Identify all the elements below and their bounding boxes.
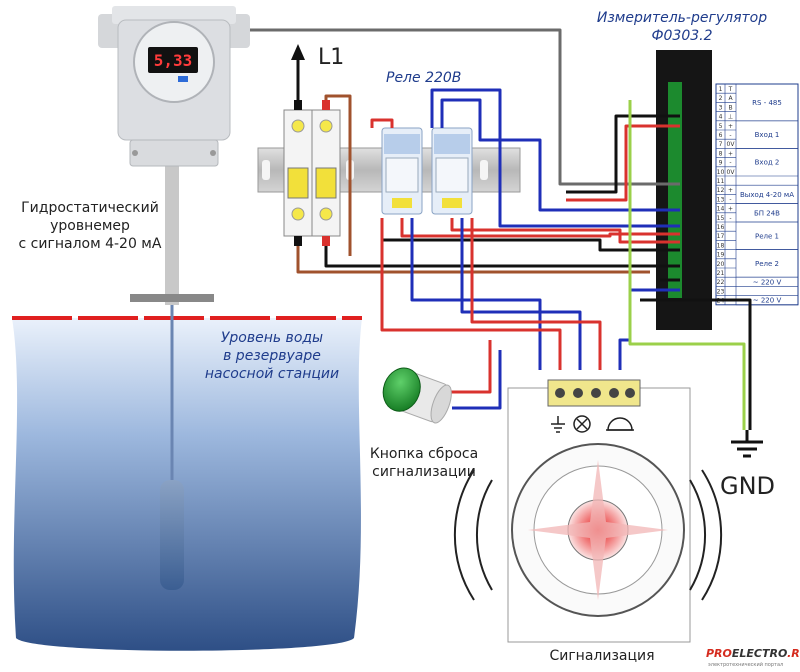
terminal-number: 11: [717, 178, 725, 185]
wires: [250, 28, 752, 430]
relay-1: [381, 127, 423, 215]
lamp-icon: [573, 415, 591, 433]
alarm-label: Сигнализация: [549, 648, 654, 664]
terminal-pin: -: [729, 160, 731, 167]
terminal-pin: +: [728, 150, 733, 157]
terminal-number: 21: [717, 270, 725, 277]
arrow-up-icon: [291, 44, 305, 100]
sensor-label-2: уровнемер: [50, 218, 130, 234]
l1-label: L1: [318, 45, 344, 70]
terminal-pin: +: [728, 187, 733, 194]
terminal-number: 17: [717, 233, 725, 240]
water-label-2: в резервуаре: [223, 348, 321, 364]
terminal-number: 13: [717, 196, 725, 203]
level-sensor-rod: [130, 165, 214, 590]
terminal-number: 3: [719, 104, 723, 111]
circuit-breaker: [283, 100, 341, 246]
reset-button: [382, 367, 452, 424]
terminal-number: 14: [717, 206, 725, 213]
terminal-number: 19: [717, 252, 725, 259]
button-label-1: Кнопка сброса: [370, 446, 478, 462]
terminal-group-v220b: ~ 220 V: [753, 297, 782, 305]
terminal-pin: +: [728, 206, 733, 213]
terminal-number: 23: [717, 288, 725, 295]
button-label-2: сигнализации: [372, 464, 476, 480]
svg-text:PROELECTRO.RU: PROELECTRO.RU: [706, 647, 800, 660]
controller: [656, 50, 712, 330]
terminal-pin: 0V: [727, 141, 736, 148]
terminal-group-v220a: ~ 220 V: [753, 278, 782, 286]
terminal-group-relay2: Реле 2: [755, 260, 779, 268]
alarm-unit: [453, 379, 723, 643]
terminal-number: 7: [719, 141, 723, 148]
water-tank: [12, 316, 362, 651]
terminal-number: 4: [719, 114, 723, 121]
terminal-group-bp24: БП 24В: [754, 209, 780, 217]
controller-title-2: Ф0303.2: [651, 28, 712, 44]
terminal-number: 9: [719, 160, 723, 167]
ground-icon: [551, 416, 565, 433]
ground-icon: [731, 430, 763, 458]
terminal-number: 6: [719, 132, 723, 139]
terminal-pin: +: [728, 123, 733, 130]
brand-pro: PRO: [706, 647, 732, 660]
terminal-pin: B: [728, 104, 732, 111]
terminal-number: 22: [717, 279, 725, 286]
terminal-number: 8: [719, 150, 723, 157]
terminal-pin: A: [728, 95, 733, 102]
terminal-group-out420: Выход 4-20 мА: [740, 191, 794, 199]
terminal-number: 1: [719, 86, 723, 93]
terminal-number: 2: [719, 95, 723, 102]
terminal-group-rs485: RS - 485: [752, 99, 782, 107]
terminal-group-in1: Вход 1: [755, 131, 780, 139]
terminal-number: 12: [717, 187, 725, 194]
terminal-pin: -: [729, 132, 731, 139]
terminal-group-in2: Вход 2: [755, 159, 780, 167]
terminal-pin: -: [729, 196, 731, 203]
brand-ru: .RU: [787, 647, 800, 660]
sensor-label-3: с сигналом 4-20 мА: [19, 236, 162, 252]
terminal-number: 5: [719, 123, 723, 130]
relay-title: Реле 220В: [386, 70, 461, 86]
terminal-group-relay1: Реле 1: [755, 232, 779, 240]
terminal-number: 18: [717, 242, 725, 249]
display-value: 5,33: [154, 51, 193, 70]
terminal-pin: T: [728, 86, 733, 93]
water-label-3: насосной станции: [205, 366, 339, 382]
brand-logo: PROELECTRO.RU электротехнический портал: [706, 647, 800, 668]
sensor-label-1: Гидростатический: [21, 200, 159, 216]
terminal-number: 16: [717, 224, 725, 231]
terminal-pin: -: [729, 215, 731, 222]
terminal-pin: ⊥: [728, 114, 733, 121]
terminal-pin: 0V: [727, 169, 736, 176]
terminal-number: 15: [717, 215, 725, 222]
brand-rest: ELECTRO: [732, 647, 787, 660]
gnd-label: GND: [720, 472, 775, 500]
brand-sub: электротехнический портал: [708, 661, 783, 668]
controller-title-1: Измеритель-регулятор: [597, 10, 767, 26]
terminal-number: 20: [717, 261, 725, 268]
level-transmitter: 5,33: [98, 6, 250, 167]
relay-2: [431, 127, 473, 215]
terminal-number: 10: [717, 169, 725, 176]
bell-icon: [606, 417, 634, 431]
water-label-1: Уровень воды: [221, 330, 323, 346]
